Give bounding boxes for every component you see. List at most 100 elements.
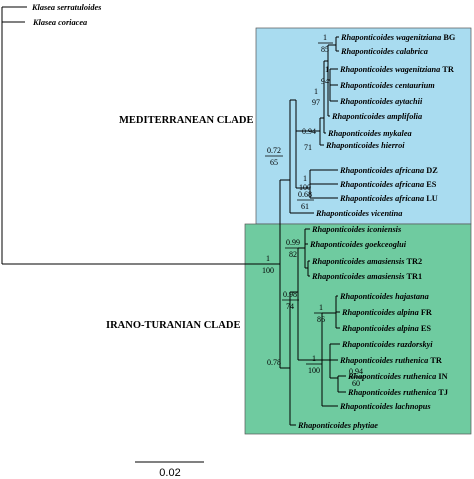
taxon-code: ES xyxy=(426,180,437,189)
taxon-name: Rhaponticoides amasiensis xyxy=(311,272,404,281)
taxon-name: Rhaponticoides lachnopus xyxy=(339,402,431,411)
support-pp: 1 xyxy=(312,354,316,363)
taxon-label: Rhaponticoides africana ES xyxy=(339,180,437,189)
taxon-name: Rhaponticoides calabrica xyxy=(340,47,428,56)
taxon-name: Rhaponticoides africana xyxy=(339,194,424,203)
taxon-name: Rhaponticoides alpina xyxy=(341,308,419,317)
taxon-name: Rhaponticoides alpina xyxy=(341,324,419,333)
taxon-code: DZ xyxy=(426,166,438,175)
taxon-code: IN xyxy=(438,372,447,381)
support-pp: 0.78 xyxy=(267,358,281,367)
taxon-code: LU xyxy=(426,194,438,203)
taxon-name: Rhaponticoides wagenitziana xyxy=(340,33,441,42)
taxon-code: FR xyxy=(421,308,433,317)
taxon-name: Rhaponticoides vicentina xyxy=(315,209,402,218)
taxon-label-klasea-coriacea: Klasea coriacea xyxy=(32,18,87,27)
taxon-label: Rhaponticoides vicentina xyxy=(315,209,402,218)
taxon-label: Rhaponticoides amasiensis TR1 xyxy=(311,272,422,281)
taxon-label: Rhaponticoides amasiensis TR2 xyxy=(311,257,422,266)
irano-turanian-clade-label: IRANO-TURANIAN CLADE xyxy=(106,320,240,331)
support-bs: 94 xyxy=(321,77,329,86)
taxon-label: Rhaponticoides hierroi xyxy=(325,141,405,150)
taxon-label: Rhaponticoides wagenitziana TR xyxy=(339,65,455,74)
taxon-code: TR1 xyxy=(407,272,423,281)
support-pp: 1 xyxy=(323,33,327,42)
support-bs: 100 xyxy=(308,366,320,375)
taxon-name: Rhaponticoides iconiensis xyxy=(311,225,401,234)
support-bs: 82 xyxy=(289,250,297,259)
support-pp: 0.72 xyxy=(267,146,281,155)
taxon-label: Rhaponticoides lachnopus xyxy=(339,402,431,411)
taxon-name: Rhaponticoides ruthenica xyxy=(339,356,428,365)
taxon-name: Rhaponticoides amplifolia xyxy=(331,112,422,121)
taxon-label: Rhaponticoides goekceoglui xyxy=(309,240,407,249)
taxon-name: Rhaponticoides mykalea xyxy=(327,129,412,138)
taxon-label: Rhaponticoides wagenitziana BG xyxy=(340,33,456,42)
taxon-code: ES xyxy=(421,324,432,333)
support-bs: 60 xyxy=(352,379,360,388)
taxon-code: TR2 xyxy=(407,257,423,266)
support-values: 1 100 1 85 1 94 1 97 0.94 71 0.72 65 1 1… xyxy=(259,33,363,388)
taxon-label: Rhaponticoides ruthenica TR xyxy=(339,356,443,365)
taxon-code: TR xyxy=(442,65,455,74)
support-bs: 85 xyxy=(321,45,329,54)
scale-bar-label: 0.02 xyxy=(159,467,180,479)
taxon-label: Rhaponticoides iconiensis xyxy=(311,225,401,234)
taxon-label: Rhaponticoides hajastana xyxy=(339,292,429,301)
support-bs: 100 xyxy=(299,183,311,192)
taxon-label: Rhaponticoides centaurium xyxy=(339,81,435,90)
support-pp: 0.94 xyxy=(349,367,363,376)
taxon-name: Rhaponticoides amasiensis xyxy=(311,257,404,266)
irano-turanian-clade-box xyxy=(244,223,472,435)
support-root-bs: 100 xyxy=(262,266,274,275)
taxon-name: Rhaponticoides hajastana xyxy=(339,292,429,301)
taxon-label: Rhaponticoides ruthenica IN xyxy=(347,372,448,381)
support-bs: 61 xyxy=(301,202,309,211)
taxon-name: Rhaponticoides wagenitziana xyxy=(339,65,440,74)
support-root-pp: 1 xyxy=(266,254,270,263)
support-pp: 0.99 xyxy=(286,238,300,247)
taxon-name: Rhaponticoides razdorskyi xyxy=(341,340,433,349)
support-pp: 0.94 xyxy=(302,127,316,136)
taxon-label: Rhaponticoides aytachii xyxy=(339,97,423,106)
taxon-label: Rhaponticoides mykalea xyxy=(327,129,412,138)
taxon-label: Rhaponticoides ruthenica TJ xyxy=(347,388,448,397)
tree-branches xyxy=(1,6,346,426)
taxon-name: Rhaponticoides centaurium xyxy=(339,81,435,90)
taxon-label: Rhaponticoides alpina ES xyxy=(341,324,431,333)
support-bs: 97 xyxy=(312,98,320,107)
taxon-label: Rhaponticoides razdorskyi xyxy=(341,340,433,349)
mediterranean-clade-box xyxy=(255,27,472,225)
support-pp: 0.68 xyxy=(298,190,312,199)
taxon-name: Rhaponticoides aytachii xyxy=(339,97,423,106)
support-bs: 86 xyxy=(317,315,325,324)
taxon-code: TR xyxy=(430,356,443,365)
support-pp: 1 xyxy=(314,87,318,96)
mediterranean-clade-label: MEDITERRANEAN CLADE xyxy=(119,115,253,126)
taxon-name: Rhaponticoides ruthenica xyxy=(347,372,436,381)
support-pp: 1 xyxy=(319,303,323,312)
taxon-label-klasea-serratuloides: Klasea serratuloides xyxy=(31,3,101,12)
taxon-label: Rhaponticoides africana LU xyxy=(339,194,438,203)
support-pp: 1 xyxy=(325,65,329,74)
taxon-name: Rhaponticoides ruthenica xyxy=(347,388,436,397)
taxon-label: Rhaponticoides amplifolia xyxy=(331,112,422,121)
taxon-code: BG xyxy=(443,33,456,42)
taxon-code: TJ xyxy=(438,388,448,397)
taxon-label: Rhaponticoides africana DZ xyxy=(339,166,438,175)
taxon-name: Rhaponticoides phytiae xyxy=(297,421,378,430)
support-pp: 0.98 xyxy=(283,290,297,299)
support-bs: 65 xyxy=(270,158,278,167)
taxon-name: Rhaponticoides goekceoglui xyxy=(309,240,407,249)
taxon-label: Rhaponticoides calabrica xyxy=(340,47,428,56)
support-bs: 71 xyxy=(304,143,312,152)
support-bs: 74 xyxy=(286,302,294,311)
taxon-name: Rhaponticoides africana xyxy=(339,166,424,175)
taxon-name: Rhaponticoides hierroi xyxy=(325,141,405,150)
taxon-label: Rhaponticoides phytiae xyxy=(297,421,378,430)
support-pp: 1 xyxy=(303,174,307,183)
taxon-label: Rhaponticoides alpina FR xyxy=(341,308,433,317)
taxon-name: Rhaponticoides africana xyxy=(339,180,424,189)
